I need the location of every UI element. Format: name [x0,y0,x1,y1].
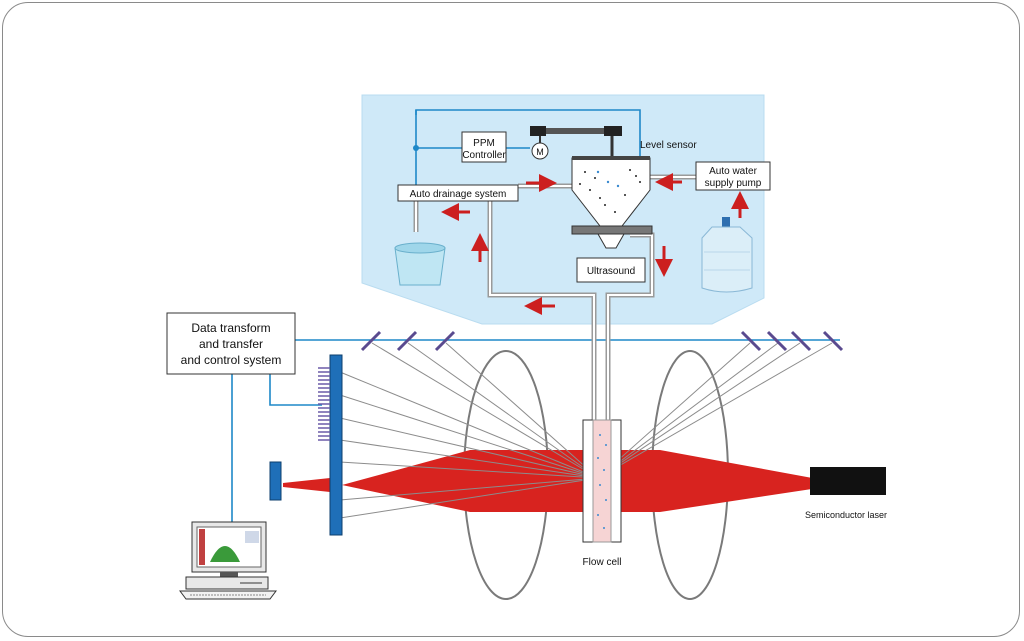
computer-icon [179,521,277,600]
back-scatter-mirrors [360,330,844,352]
detector-elements [318,367,330,441]
flow-cell [582,419,622,543]
auto-water-label-2: supply pump [705,178,762,189]
auto-drainage-label: Auto drainage system [410,189,507,200]
scattered-rays [339,342,833,519]
dispersion-tank [571,156,653,249]
drain-bucket-icon [394,242,446,286]
ultrasound-box [576,257,646,283]
water-bottle-icon [701,217,753,293]
data-system-label-1: Data transform [191,321,270,335]
auto-drainage-box [397,184,519,202]
auto-water-pump-box [695,161,771,191]
auto-water-label-1: Auto water [709,166,757,177]
junction-dot [413,145,419,151]
center-detector [269,461,282,501]
data-control-system-box [166,312,296,375]
data-system-label-2: and transfer [199,337,263,351]
motor-icon [531,142,549,160]
ultrasound-label: Ultrasound [587,266,635,277]
ppm-label-1: PPM [473,138,495,149]
ppm-label-2: Controller [462,150,506,161]
semiconductor-laser [810,467,886,495]
motor-label: M [536,147,544,157]
flow-cell-label: Flow cell [583,557,622,568]
level-sensor-label: Level sensor [640,140,697,151]
laser-beam-focus [283,478,342,492]
flow-arrows [441,173,749,315]
semiconductor-laser-label: Semiconductor laser [805,510,887,520]
ppm-controller-box [461,131,507,163]
detector-array [329,354,343,536]
belt-drive [532,128,622,134]
data-system-label-3: and control system [181,353,282,367]
